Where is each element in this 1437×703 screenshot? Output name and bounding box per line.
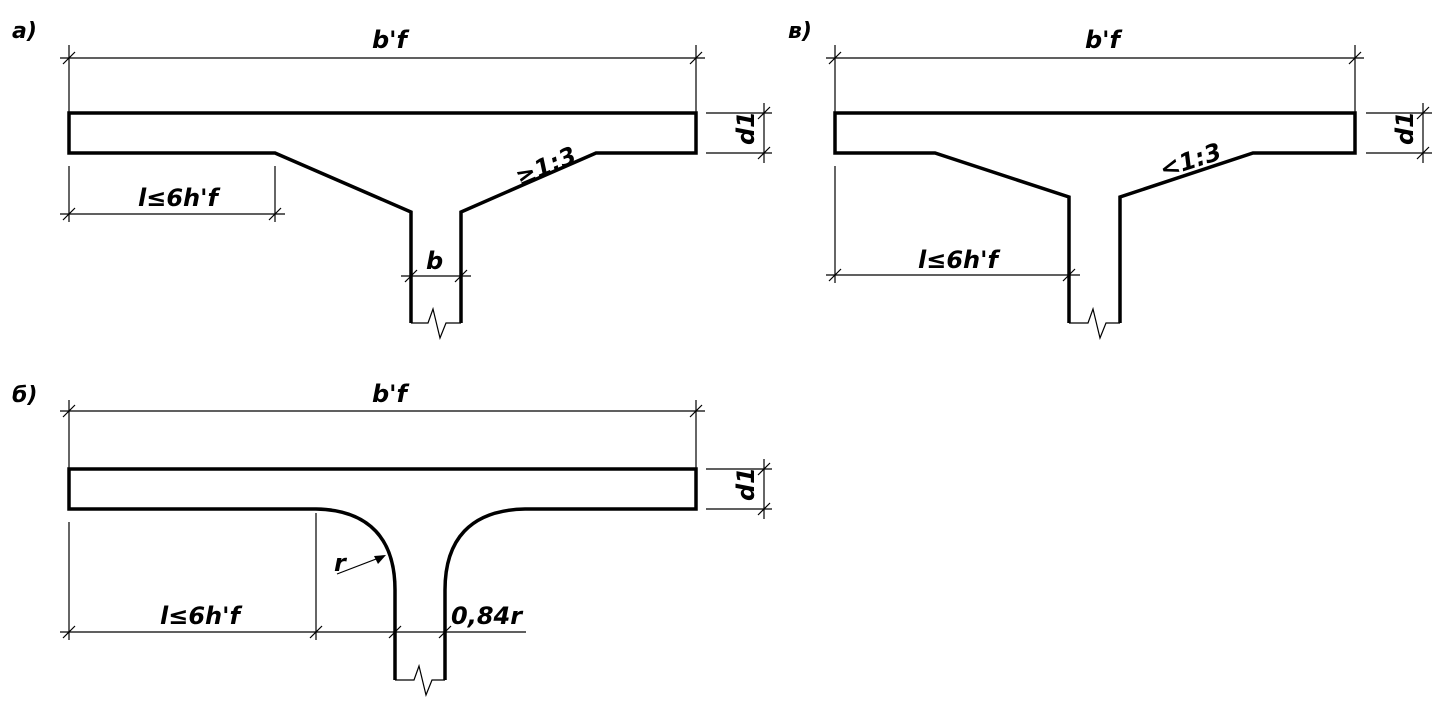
panel-b-radius-label: r [334, 549, 348, 577]
panel-a-haunch-label: l≤6h'f [138, 184, 220, 212]
panel-b-thickness-label: d1 [732, 467, 760, 501]
panel-a-width-dimension [60, 45, 705, 112]
panel-v-width-dimension [826, 45, 1364, 112]
panel-a-web-label: b [426, 247, 443, 275]
panel-a-slope-label: ≥1:3 [511, 141, 580, 191]
panel-b-haunch-dimension [60, 513, 526, 640]
panel-b-t-section [67, 467, 698, 680]
panel-b-break-line [395, 663, 445, 697]
panel-a-thickness-label: d1 [732, 111, 760, 145]
panel-v-thickness-label: d1 [1391, 111, 1419, 145]
panel-v: в) b'f d1 l≤6h'f <1:3 [788, 19, 1432, 340]
panel-v-width-label: b'f [1085, 26, 1123, 54]
radius-arrowhead [374, 555, 386, 564]
panel-b: б) b'f d1 r [12, 380, 772, 697]
panel-v-label: в) [788, 19, 812, 44]
panel-a-t-section [67, 111, 698, 323]
panel-a: а) b'f d1 l≤6h'f [12, 19, 772, 340]
panel-v-thickness-dimension [1366, 103, 1432, 163]
panel-a-thickness-dimension [706, 103, 772, 163]
panel-b-haunch-label: l≤6h'f [160, 602, 242, 630]
panel-v-slope-label: <1:3 [1156, 138, 1225, 184]
panel-a-break-line [411, 306, 461, 340]
panel-b-thickness-dimension [706, 459, 772, 519]
panel-v-haunch-label: l≤6h'f [918, 246, 1000, 274]
panel-a-haunch-dimension [60, 166, 285, 222]
panel-v-haunch-dimension [826, 166, 1080, 283]
panel-v-t-section [833, 111, 1357, 323]
panel-b-offset-label: 0,84r [451, 602, 524, 630]
panel-a-label: а) [12, 19, 37, 44]
panel-b-width-dimension [60, 400, 705, 468]
panel-v-break-line [1069, 306, 1120, 340]
panel-b-width-label: b'f [372, 380, 410, 408]
panel-b-label: б) [12, 383, 37, 408]
panel-a-width-label: b'f [372, 26, 410, 54]
panel-a-web-dimension [401, 269, 471, 283]
panel-b-radius-leader [336, 555, 386, 575]
